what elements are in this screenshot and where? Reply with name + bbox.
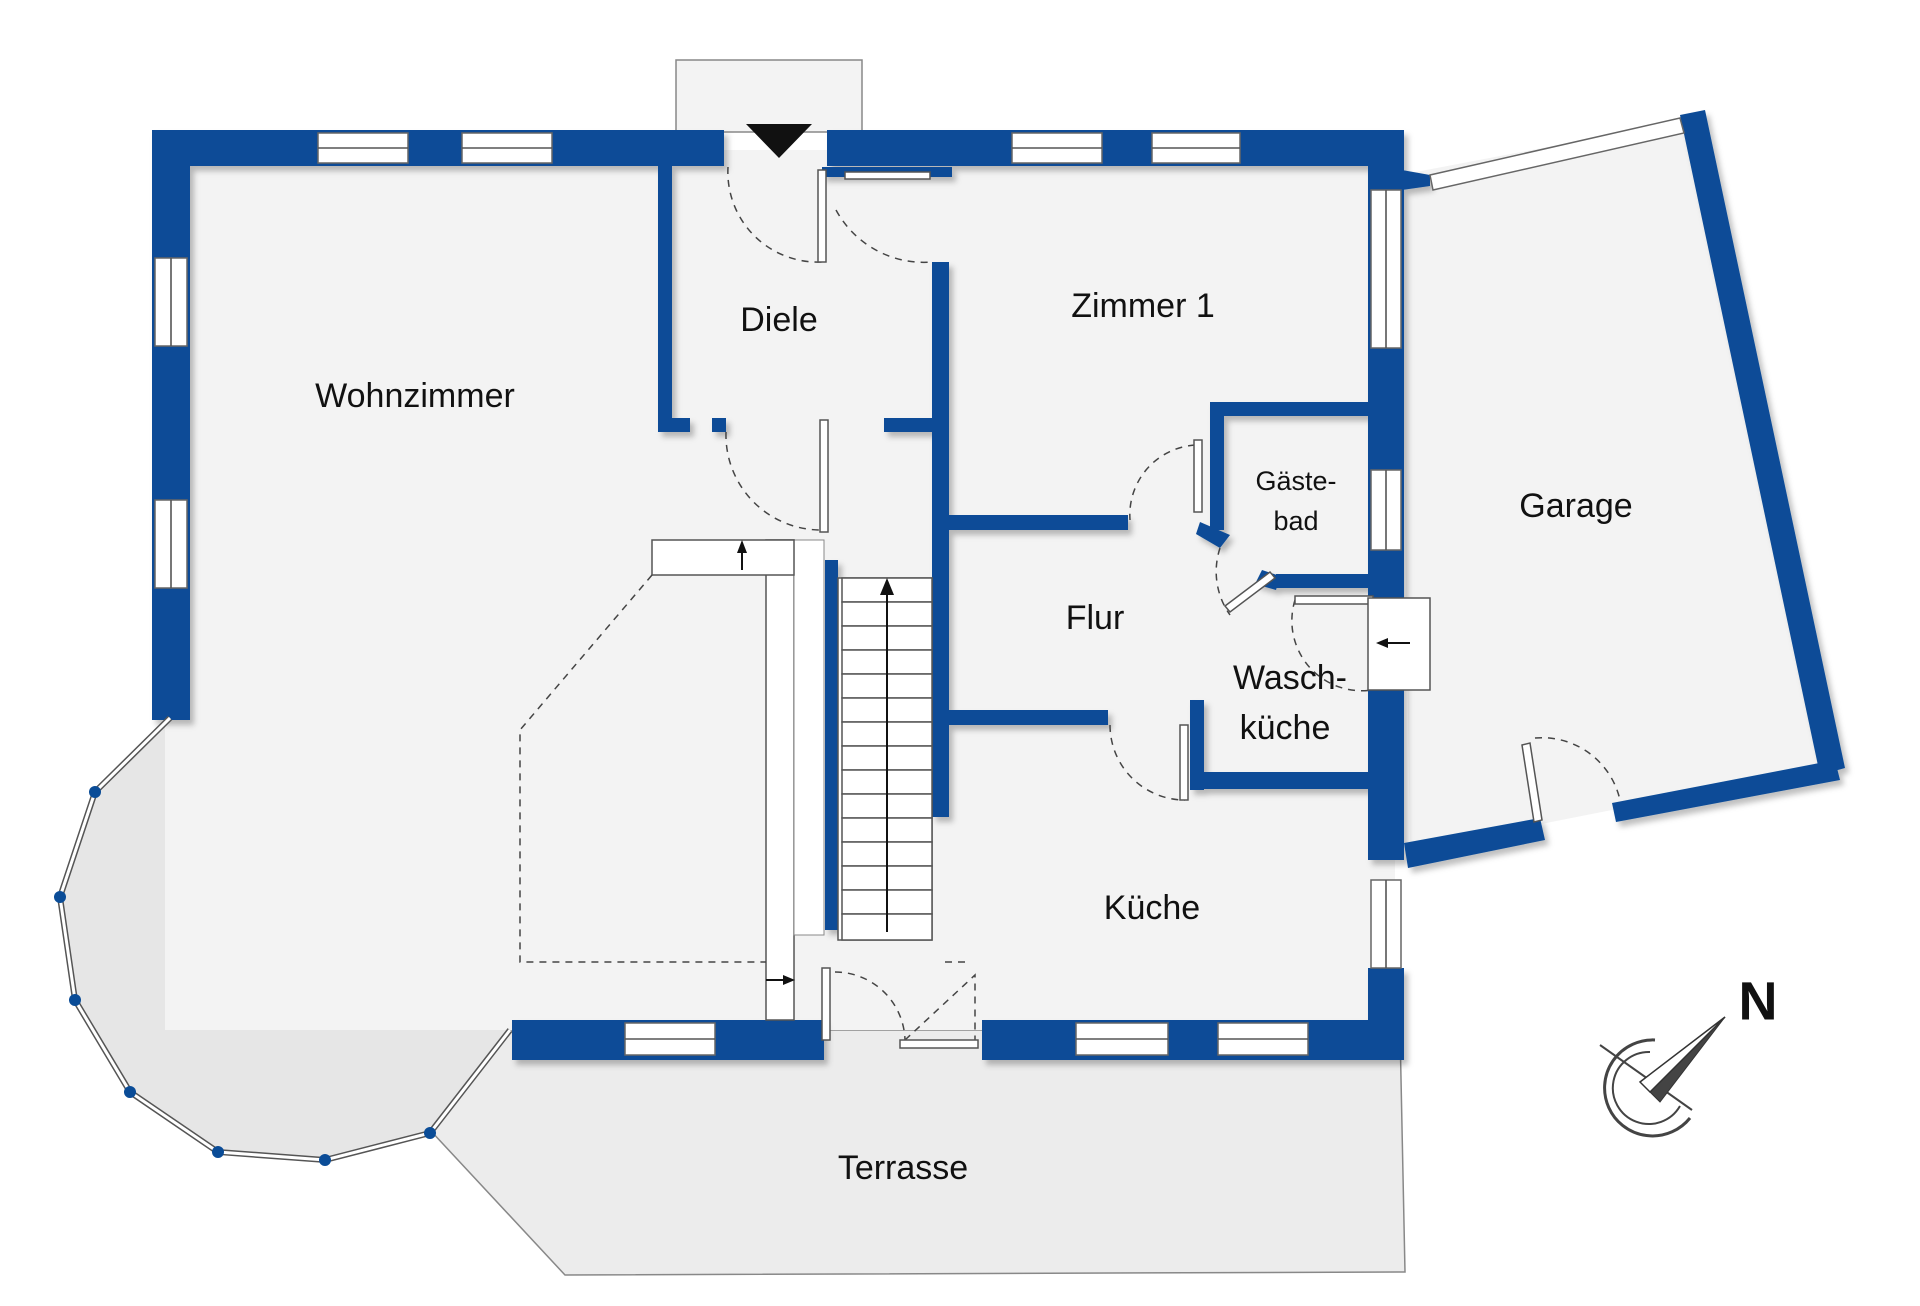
- garage-window: [1429, 117, 1685, 191]
- room-label-waschkueche-2: küche: [1240, 709, 1331, 747]
- entrance-porch: [675, 59, 863, 133]
- compass-north-label: N: [1739, 971, 1778, 1031]
- staircase: [651, 539, 933, 1021]
- garage-floor: [1400, 120, 1825, 850]
- bay-post: [89, 786, 101, 798]
- dashed-outlines: [519, 166, 1621, 1041]
- room-label-wohnzimmer: Wohnzimmer: [315, 377, 515, 415]
- room-label-waschkueche-1: Wasch-: [1233, 659, 1347, 697]
- entrance-marker-icon: [746, 124, 812, 158]
- room-label-garage: Garage: [1519, 487, 1632, 525]
- bay-post: [424, 1127, 436, 1139]
- bay-post: [54, 891, 66, 903]
- room-label-kueche: Küche: [1104, 889, 1200, 927]
- garage-entry: [1367, 597, 1431, 691]
- compass-north-icon: N: [1599, 971, 1778, 1138]
- bay-window: [54, 715, 513, 1166]
- door-swing-icon: [817, 169, 1543, 1049]
- bay-post: [69, 994, 81, 1006]
- room-label-gaestebad-1: Gäste-: [1255, 466, 1336, 496]
- room-label-zimmer1: Zimmer 1: [1071, 287, 1215, 325]
- room-labels: Wohnzimmer Diele Zimmer 1 Gäste- bad Gar…: [315, 287, 1633, 1187]
- windows: [154, 117, 1685, 1056]
- room-label-flur: Flur: [1066, 599, 1125, 637]
- bay-post: [319, 1154, 331, 1166]
- bay-post: [212, 1146, 224, 1158]
- room-label-terrasse: Terrasse: [838, 1149, 968, 1187]
- room-label-gaestebad-2: bad: [1273, 506, 1318, 536]
- bay-post: [124, 1086, 136, 1098]
- room-label-diele: Diele: [740, 301, 817, 339]
